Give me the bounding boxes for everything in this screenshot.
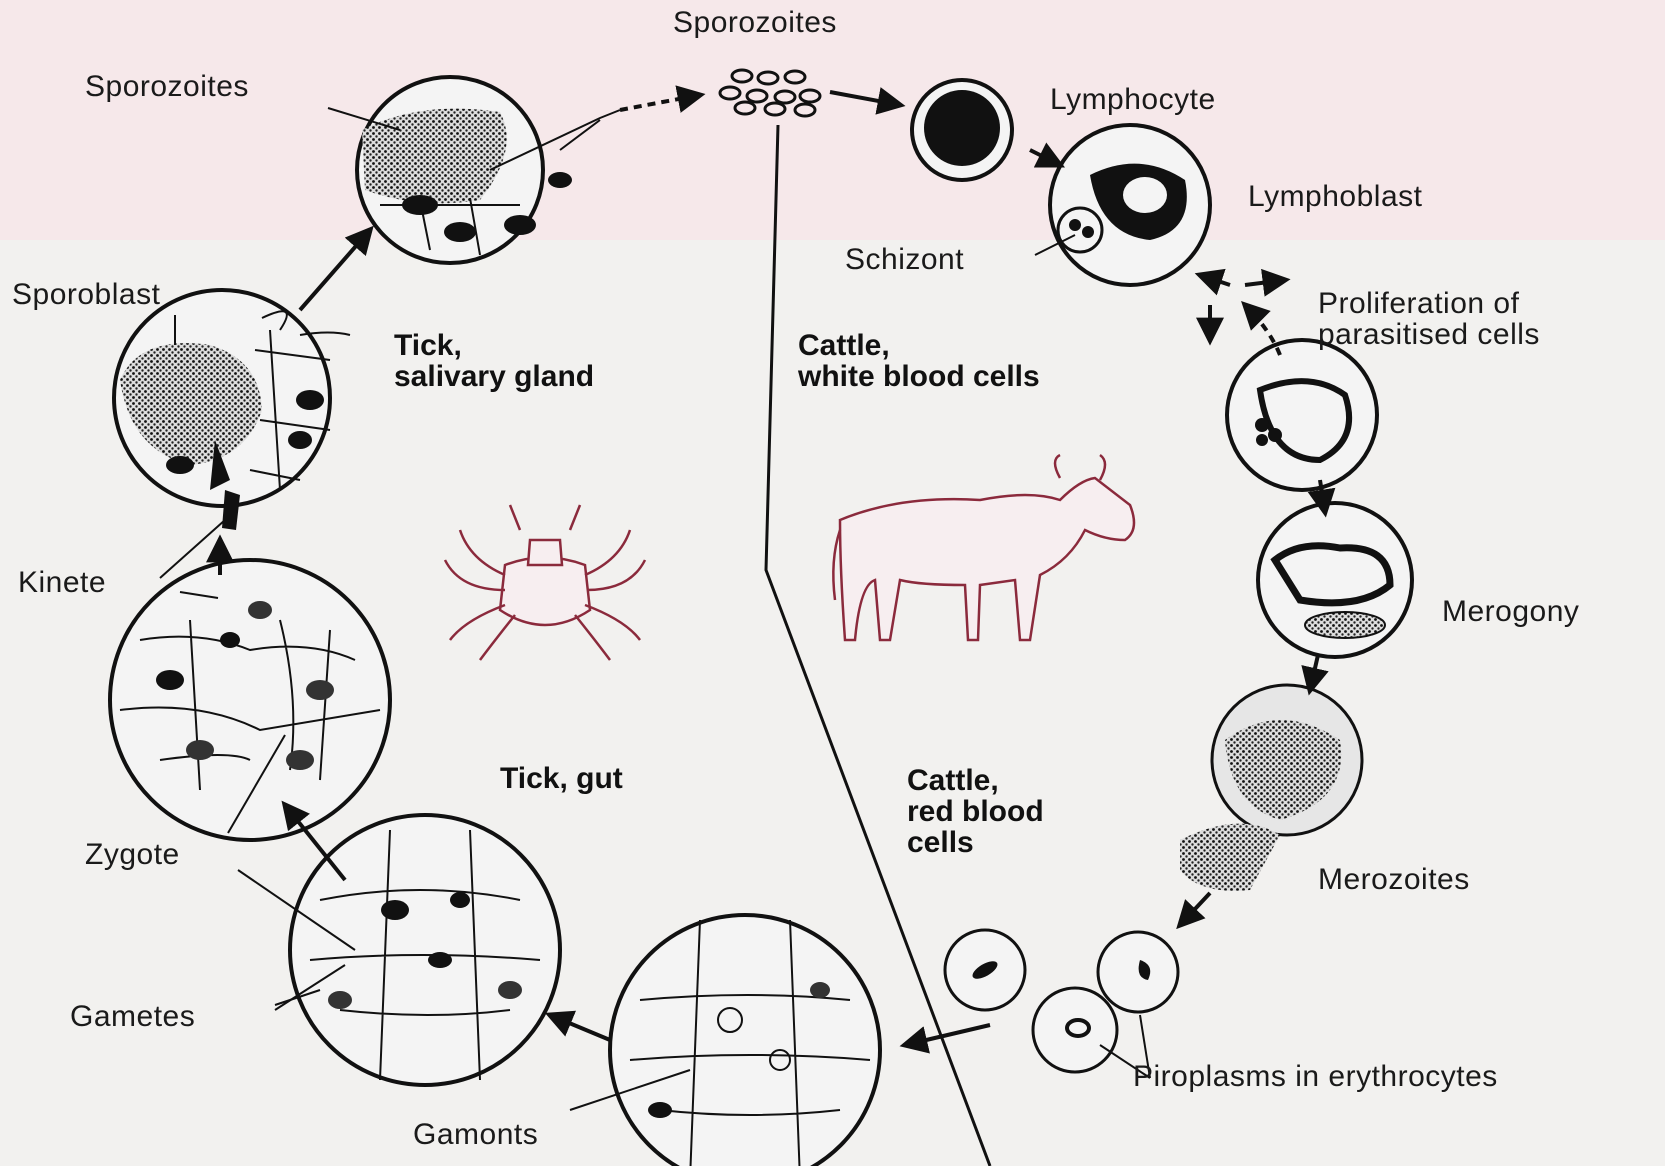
- region-cattle-red-blood-cells: Cattle, red blood cells: [907, 765, 1044, 858]
- label-proliferation-line2: parasitised cells: [1318, 318, 1540, 352]
- label-merogony: Merogony: [1442, 595, 1579, 629]
- lymphoblast-cell: [1050, 125, 1210, 285]
- region-cattle-rbc-line2: red blood: [907, 796, 1044, 827]
- region-cattle-white-blood-cells: Cattle, white blood cells: [798, 330, 1040, 392]
- label-gamonts: Gamonts: [413, 1118, 538, 1152]
- region-cattle-wbc-line2: white blood cells: [798, 361, 1040, 392]
- label-sporozoites-left: Sporozoites: [85, 70, 249, 104]
- proliferating-cell: [1227, 340, 1377, 490]
- label-sporoblast: Sporoblast: [12, 278, 160, 312]
- gamonts-cell: [610, 915, 880, 1166]
- label-piroplasms: Piroplasms in erythrocytes: [1133, 1060, 1498, 1094]
- lymphocyte-cell: [912, 80, 1012, 180]
- sporoblast-cell: [114, 290, 350, 506]
- cattle-illustration: [833, 455, 1134, 640]
- region-tick-gut: Tick, gut: [500, 763, 623, 794]
- tick-illustration: [445, 505, 645, 660]
- region-cattle-wbc-line1: Cattle,: [798, 330, 1040, 361]
- merozoites-cell: [1180, 685, 1362, 891]
- label-sporozoites-top: Sporozoites: [673, 6, 837, 40]
- erythrocytes-piroplasms: [945, 930, 1178, 1072]
- region-tick-salivary-line2: salivary gland: [394, 361, 594, 392]
- label-lymphoblast: Lymphoblast: [1248, 180, 1422, 214]
- label-schizont: Schizont: [845, 243, 964, 277]
- region-tick-salivary-line1: Tick,: [394, 330, 594, 361]
- region-cattle-rbc-line1: Cattle,: [907, 765, 1044, 796]
- gut-epithelium-zygote: [110, 560, 390, 840]
- merogony-cell: [1258, 503, 1412, 657]
- label-merozoites: Merozoites: [1318, 863, 1470, 897]
- label-proliferation-line1: Proliferation of: [1318, 287, 1519, 321]
- region-tick-salivary-gland: Tick, salivary gland: [394, 330, 594, 392]
- region-cattle-rbc-line3: cells: [907, 827, 1044, 858]
- label-zygote: Zygote: [85, 838, 180, 872]
- label-kinete: Kinete: [18, 566, 106, 600]
- label-lymphocyte: Lymphocyte: [1050, 83, 1216, 117]
- gametes-cell: [290, 815, 560, 1085]
- label-gametes: Gametes: [70, 1000, 195, 1034]
- region-tick-gut-line1: Tick, gut: [500, 763, 623, 794]
